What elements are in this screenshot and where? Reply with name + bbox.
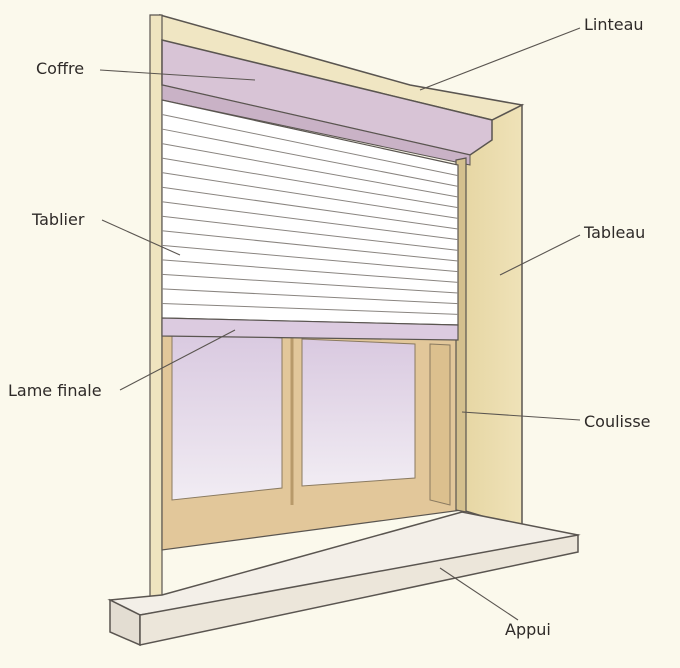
- label-appui: Appui: [505, 620, 551, 639]
- coffre: [161, 39, 493, 156]
- tablier-slat-line: [161, 157, 459, 209]
- label-tableau: Tableau: [584, 223, 646, 242]
- tablier-slat-line: [161, 244, 459, 273]
- left-wall: [149, 14, 163, 601]
- tableau-wall: [461, 103, 523, 530]
- label-coulisse: Coulisse: [584, 412, 651, 431]
- label-linteau: Linteau: [584, 15, 644, 34]
- coffre-lower-edge: [161, 84, 471, 166]
- tablier-slat-line: [161, 172, 459, 219]
- tablier-slat-line: [161, 128, 459, 187]
- appui-side: [139, 534, 579, 646]
- lame-finale: [161, 317, 459, 341]
- glass-pane-left: [171, 331, 283, 501]
- leader-tablier: [101, 219, 181, 256]
- leader-coulisse: [461, 411, 581, 421]
- tablier-slat-line: [161, 114, 459, 177]
- tablier-slat-line: [161, 143, 459, 198]
- tablier-slat-line: [161, 273, 459, 294]
- leader-lines: [99, 27, 581, 621]
- label-lame-finale: Lame finale: [8, 381, 102, 400]
- tablier-slat-line: [161, 259, 459, 283]
- leader-tableau: [499, 234, 581, 276]
- leader-appui: [439, 567, 519, 621]
- tablier-slats: [161, 114, 459, 315]
- window-right-post: [429, 343, 451, 506]
- tablier-slat-line: [161, 215, 459, 251]
- leader-linteau: [419, 27, 581, 91]
- leader-coffre: [99, 69, 256, 81]
- label-coffre: Coffre: [36, 59, 85, 78]
- leader-lame-finale: [119, 329, 236, 391]
- tablier-slat-line: [161, 288, 459, 305]
- glass-pane-right: [301, 338, 416, 487]
- tablier-slat-line: [161, 230, 459, 262]
- label-tablier: Tablier: [32, 210, 85, 229]
- tablier-slat-line: [161, 302, 459, 315]
- tablier-slat-line: [161, 186, 459, 230]
- tablier-slat-line: [161, 201, 459, 241]
